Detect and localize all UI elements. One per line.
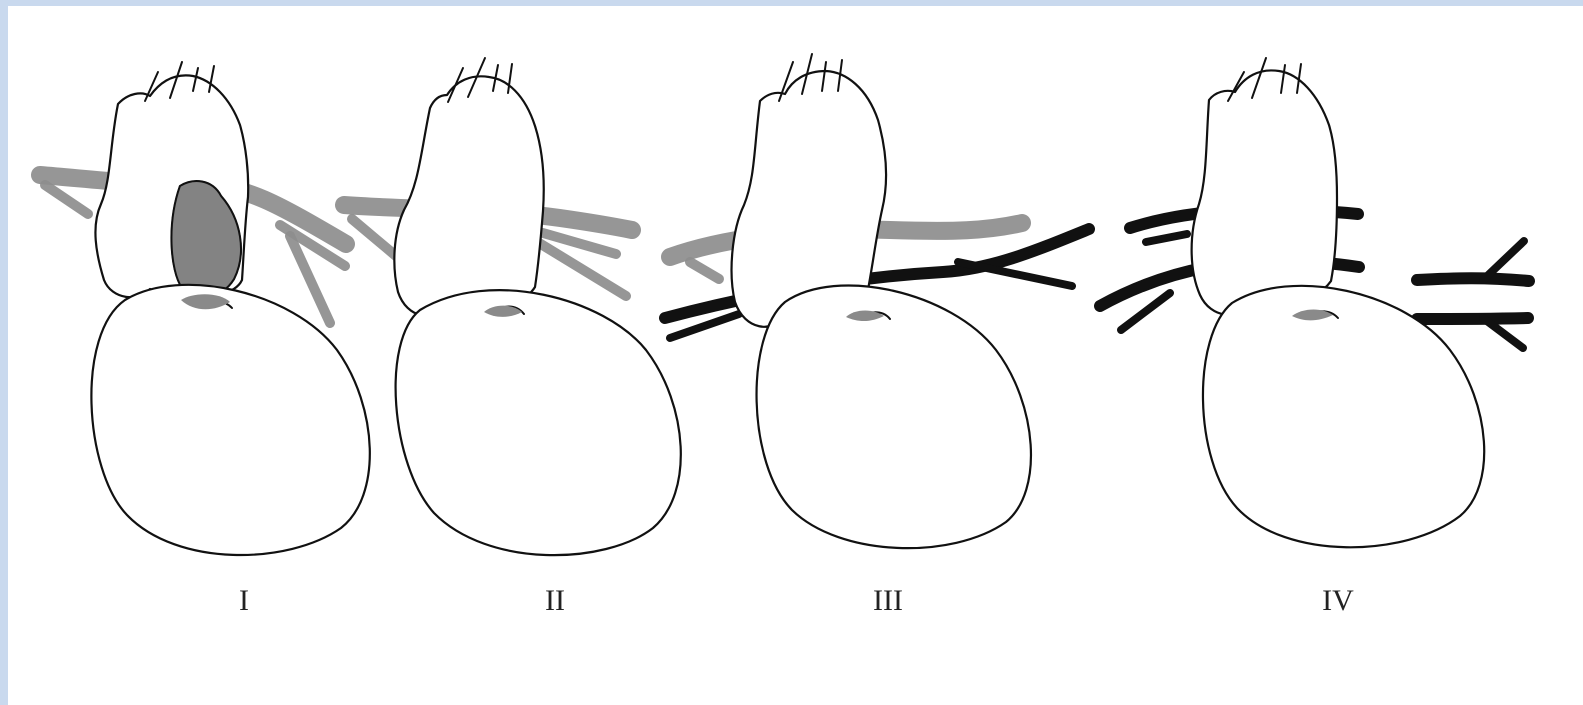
aortic-root-panel-ii xyxy=(394,76,543,315)
black-vessel-panel-iv-left-branch-2 xyxy=(1121,293,1170,330)
panel-ii: II xyxy=(344,58,681,617)
heart-panel-iv xyxy=(1203,286,1484,547)
gray-vessel-panel-ii-left-branch xyxy=(352,219,396,256)
panel-iii: III xyxy=(665,54,1089,617)
aortic-root-panel-iv xyxy=(1192,70,1337,314)
heart-panel-ii xyxy=(396,290,681,555)
panel-label-i: I xyxy=(239,584,249,617)
gray-vessel-panel-i-left-branch xyxy=(45,185,88,214)
heart-panel-iii xyxy=(757,285,1031,548)
panel-i: I xyxy=(40,62,370,617)
gray-vessel-panel-iii-left-branch xyxy=(690,262,719,279)
panel-label-ii: II xyxy=(545,584,565,617)
black-vessel-panel-iii-right-branch xyxy=(958,262,1072,286)
black-vessel-panel-iv-right-upper xyxy=(1417,278,1529,281)
panel-label-iv: IV xyxy=(1322,584,1354,617)
black-vessel-panel-iv-right-lower xyxy=(1417,318,1528,319)
panel-label-iii: III xyxy=(873,584,903,617)
panel-iv: IV xyxy=(1100,58,1529,617)
black-vessel-panel-iv-left-branch-1 xyxy=(1146,234,1187,242)
